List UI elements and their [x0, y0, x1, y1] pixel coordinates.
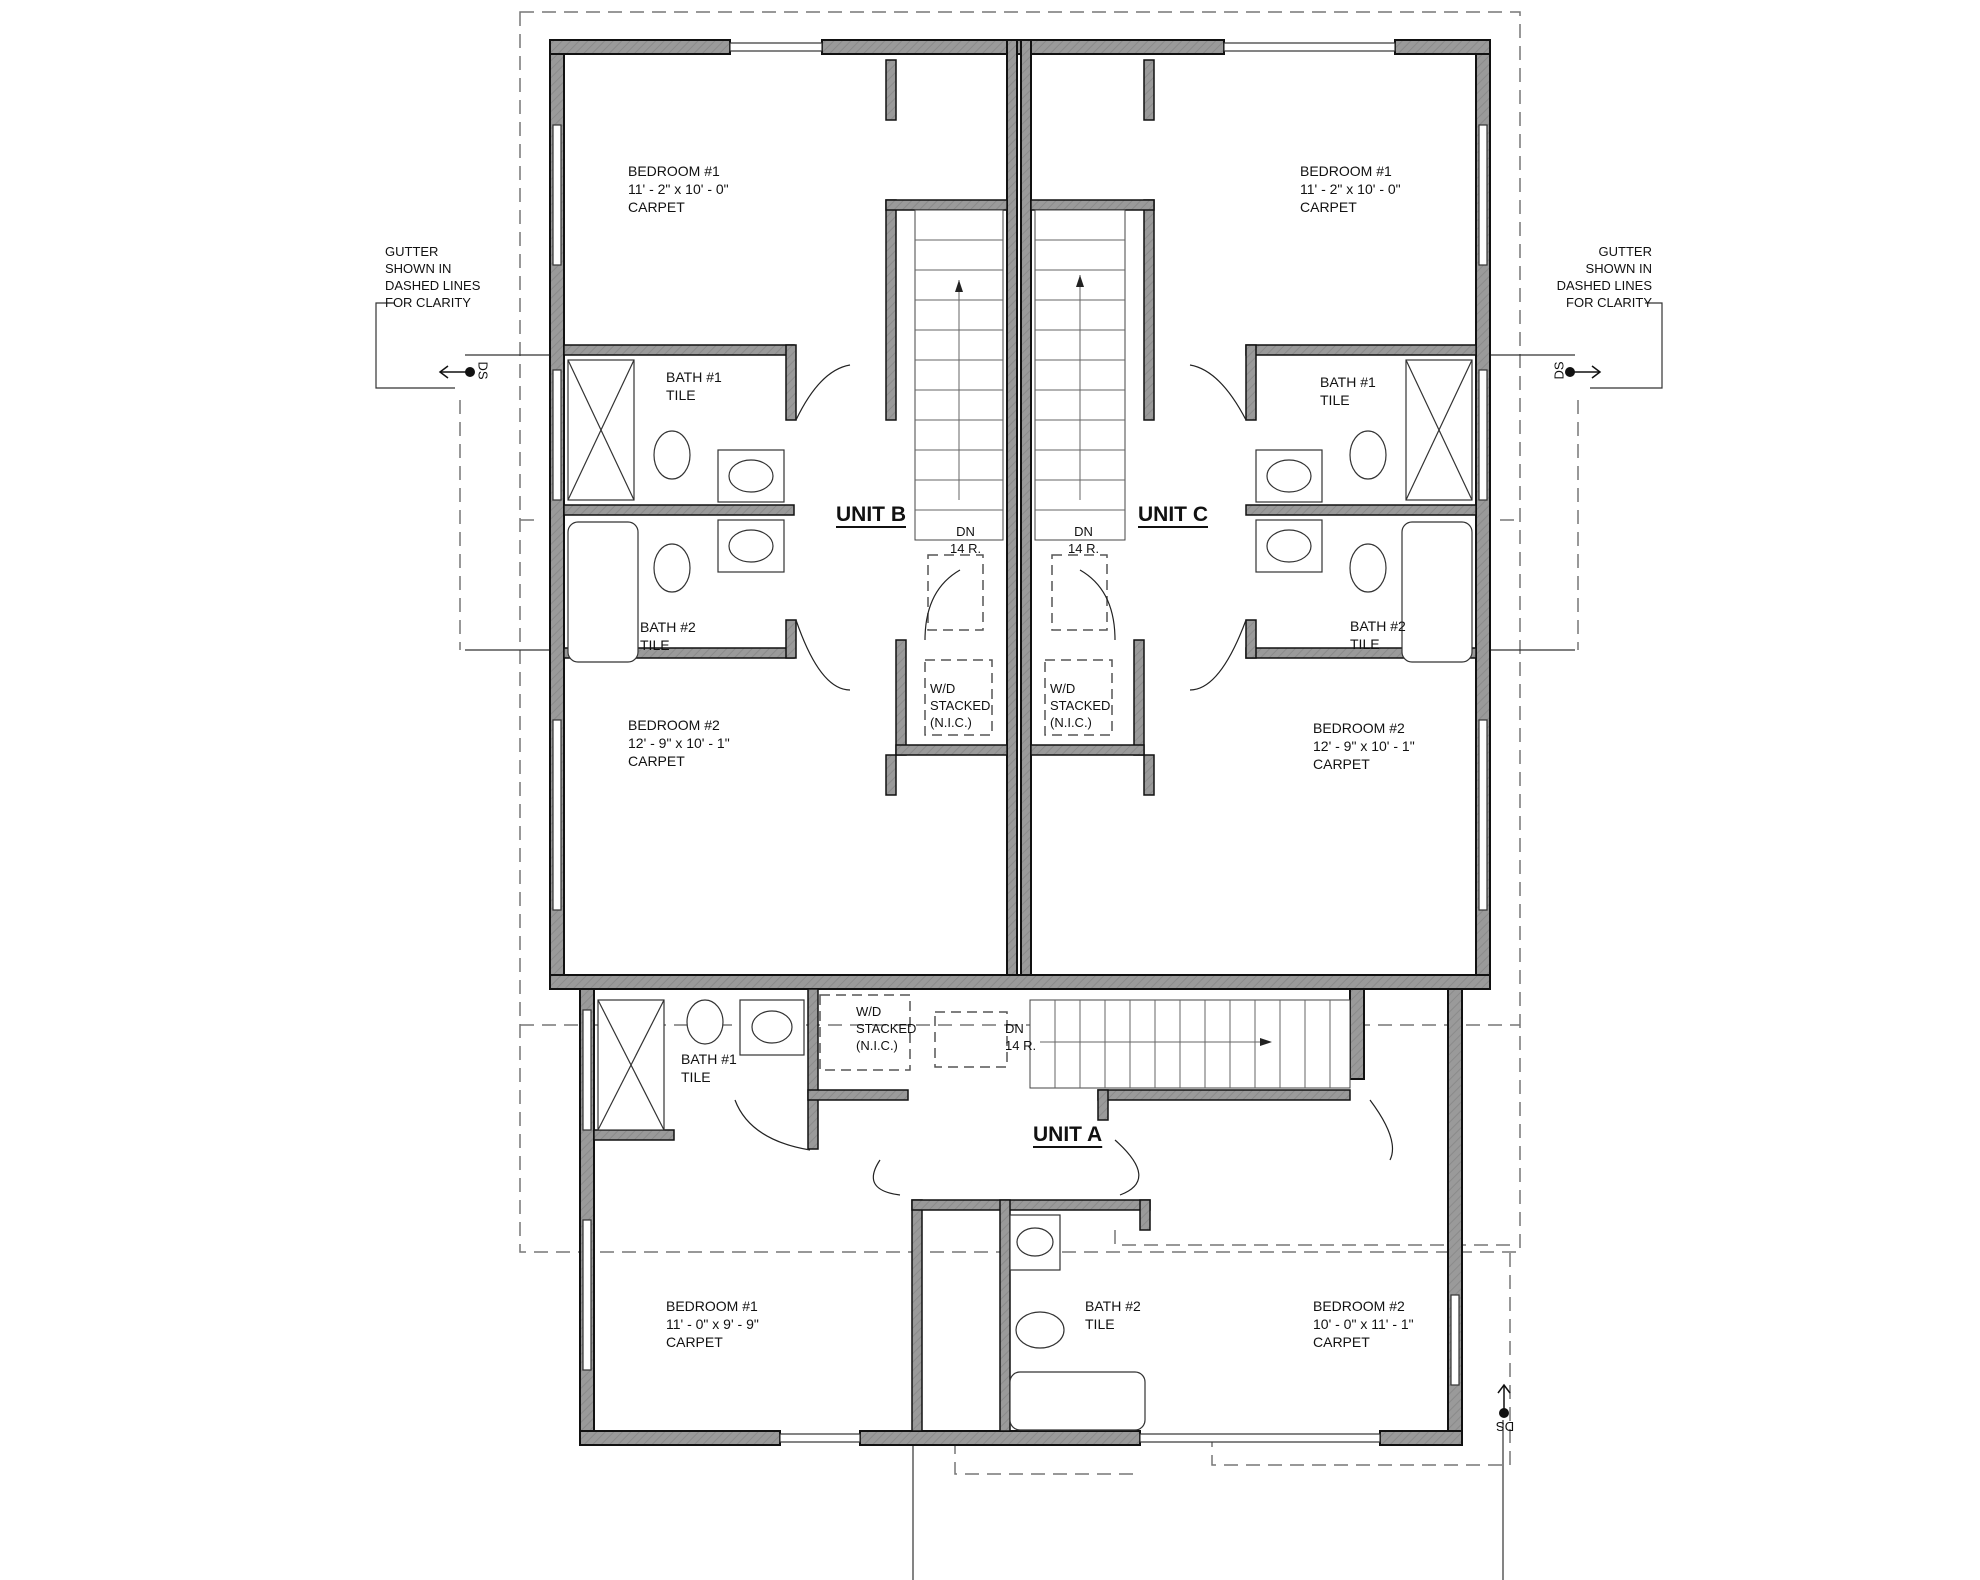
door-swings-upper [795, 364, 1247, 691]
windows-upper [552, 42, 1488, 911]
windows-unit-a [582, 1009, 1460, 1443]
interior-walls-unit-b [563, 59, 1008, 796]
downspout-right-label: DS [1551, 361, 1567, 380]
stair-unit-a [1029, 999, 1351, 1089]
fixtures-unit-b [567, 359, 785, 663]
downspout-bottom-label: DS [1496, 1419, 1515, 1434]
downspout-left-label: DS [475, 361, 491, 380]
leader-lines [375, 302, 1663, 1580]
fixtures-unit-a [597, 999, 1146, 1431]
laundry-outline-upper [819, 554, 1113, 1071]
unit-c-title: UNIT C [1138, 503, 1208, 526]
unit-b-title: UNIT B [836, 503, 906, 526]
door-swings-unit-a [734, 1099, 1394, 1196]
interior-walls-unit-c [1030, 59, 1477, 796]
fixtures-unit-c [1255, 359, 1473, 663]
unit-a-title: UNIT A [1033, 1123, 1103, 1146]
